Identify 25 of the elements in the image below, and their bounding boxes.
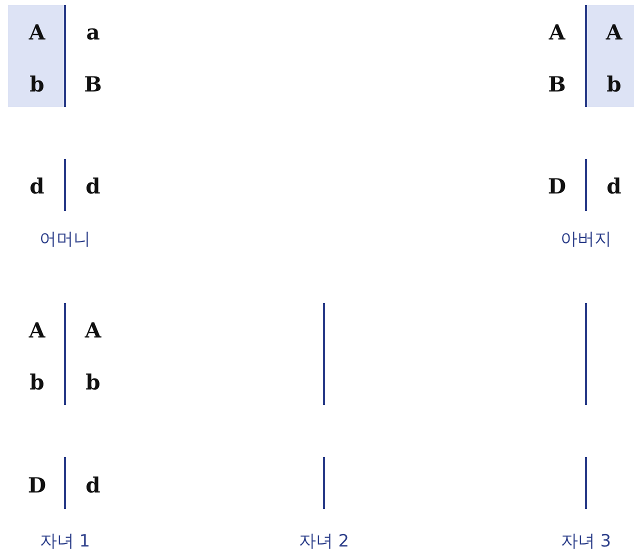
- allele-label: b: [606, 74, 622, 94]
- allele-label: d: [86, 474, 100, 496]
- individual-label: 자녀 1: [40, 534, 90, 550]
- allele-label: B: [548, 74, 566, 94]
- allele-label: A: [84, 320, 102, 340]
- allele-label: b: [30, 74, 44, 94]
- allele-label: d: [86, 176, 100, 196]
- allele-label: A: [28, 320, 46, 340]
- individual-label: 아버지: [560, 232, 612, 248]
- individual-label: 어머니: [40, 232, 90, 248]
- allele-label: b: [86, 372, 100, 392]
- allele-label: b: [30, 372, 44, 392]
- highlighted-band: [587, 5, 634, 107]
- allele-label: D: [28, 474, 46, 496]
- highlighted-band: [8, 5, 64, 107]
- individual-label: 자녀 2: [298, 534, 350, 550]
- allele-label: D: [548, 176, 566, 196]
- allele-label: a: [86, 22, 100, 42]
- allele-label: d: [606, 176, 622, 196]
- allele-label: A: [548, 22, 566, 42]
- allele-label: A: [28, 22, 46, 42]
- individual-label: 자녀 3: [560, 534, 612, 550]
- allele-label: A: [606, 22, 622, 42]
- allele-label: d: [30, 176, 44, 196]
- allele-label: B: [84, 74, 102, 94]
